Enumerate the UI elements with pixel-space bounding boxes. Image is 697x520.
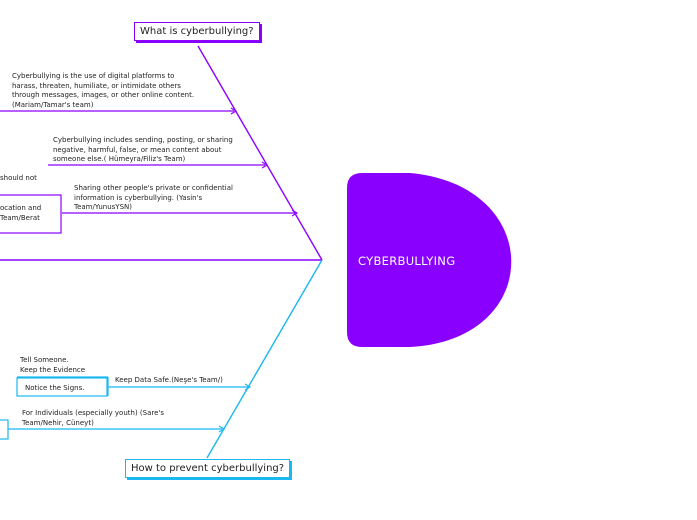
- top-subtopic-2[interactable]: Cyberbullying includes sending, posting,…: [53, 136, 233, 165]
- arrowhead: [291, 209, 299, 217]
- subtopic-line: For Individuals (especially youth) (Sare…: [22, 409, 164, 417]
- subtopic-line: Keep the Evidence: [20, 365, 86, 374]
- arrowhead: [230, 107, 238, 115]
- top-subtopic-1[interactable]: Cyberbullying is the use of digital plat…: [12, 72, 194, 110]
- partial-topic-box[interactable]: [0, 194, 62, 234]
- bottom-subtopic-individuals[interactable]: For Individuals (especially youth) (Sare…: [22, 409, 164, 428]
- arrowhead: [218, 425, 226, 433]
- subtopic-line: someone else.( Hümeyra/Filiz's Team): [53, 155, 186, 163]
- arrowhead: [261, 161, 269, 169]
- partial-blue-box[interactable]: [0, 419, 9, 440]
- subtopic-line: Tell Someone.: [20, 356, 69, 364]
- subtopic-line: Team/YunusYSN): [74, 203, 132, 211]
- subtopic-line: ocation and: [0, 204, 42, 212]
- subtopic-line: Sharing other people's private or confid…: [74, 184, 233, 192]
- bottom-subsub-notice-signs[interactable]: Notice the Signs.: [25, 384, 85, 392]
- top-subtopic-3[interactable]: Sharing other people's private or confid…: [74, 184, 233, 213]
- bottom-subtopic-keep-data-safe[interactable]: Keep Data Safe.(Neşe's Team/): [115, 376, 223, 384]
- subtopic-line: through messages, images, or other onlin…: [12, 91, 195, 99]
- arrowhead: [244, 383, 252, 391]
- top-main-bone: [197, 45, 323, 261]
- subtopic-line: Team/Nehir, Cüneyt): [22, 418, 94, 427]
- category-what-is-cyberbullying[interactable]: What is cyberbullying?: [134, 22, 260, 41]
- bottom-subsub-tell-someone[interactable]: Tell Someone. Keep the Evidence: [20, 356, 85, 375]
- partial-box-text[interactable]: ocation and Team/Berat: [0, 204, 41, 223]
- subtopic-line: (Mariam/Tamar's team): [12, 100, 94, 109]
- subtopic-line: information is cyberbullying. (Yasin's: [74, 193, 203, 202]
- subtopic-line: Cyberbullying is the use of digital plat…: [12, 72, 175, 80]
- bottom-main-bone: [206, 259, 323, 459]
- category-how-to-prevent[interactable]: How to prevent cyberbullying?: [125, 459, 291, 478]
- subtopic-line: negative, harmful, false, or mean conten…: [53, 145, 222, 154]
- subtopic-line: harass, threaten, humiliate, or intimida…: [12, 81, 181, 90]
- subtopic-line: Cyberbullying includes sending, posting,…: [53, 136, 233, 144]
- fish-head[interactable]: [347, 173, 512, 347]
- bottom-subsub-box[interactable]: [16, 377, 108, 397]
- partial-text-fragment[interactable]: should not: [0, 174, 37, 182]
- subtopic-line: Team/Berat: [0, 213, 40, 222]
- central-topic-label[interactable]: CYBERBULLYING: [358, 254, 456, 268]
